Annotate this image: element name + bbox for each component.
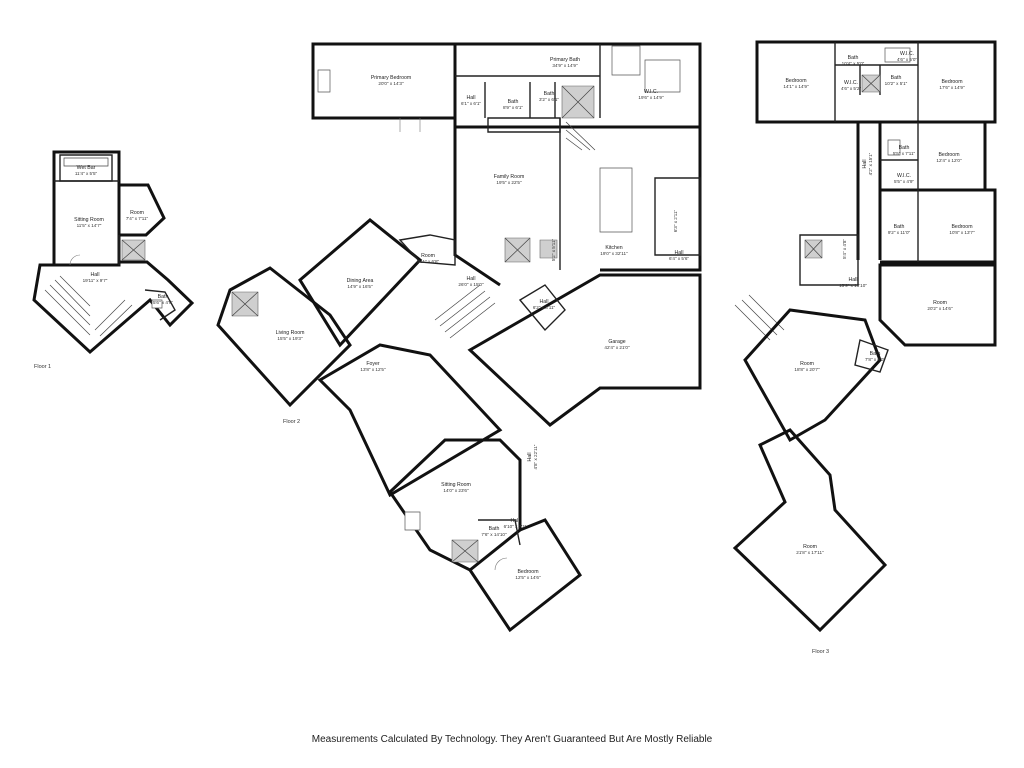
room-dimensions: 11'4" x 5'5" xyxy=(75,171,98,176)
room-name: Bath xyxy=(544,91,555,97)
floor-label-2: Floor 2 xyxy=(283,419,300,425)
room-name: Bath xyxy=(870,351,881,357)
room-labels: Wet Bar 11'4" x 5'5" Sitting Room 11'5" … xyxy=(74,51,975,580)
room-name: Hall xyxy=(527,453,533,462)
room-dimensions: 19'0" x 32'11" xyxy=(600,251,628,256)
floor-label-3: Floor 3 xyxy=(812,649,829,655)
room-name: Primary Bath xyxy=(550,57,580,63)
room-dimensions: 14'1" x 14'9" xyxy=(783,84,809,89)
room-dimensions: 12'5" x 14'6" xyxy=(515,575,541,580)
room-name: Living Room xyxy=(276,330,305,336)
room-name: W.I.C. xyxy=(900,51,914,57)
room-dimensions: 6'10" x 7'1" xyxy=(504,524,527,529)
room-dimensions: 15'5" x 19'3" xyxy=(277,336,303,341)
room-name: Bath xyxy=(894,224,905,230)
room-name: Bath xyxy=(891,75,902,81)
room-dimensions: 12'4" x 12'0" xyxy=(936,158,962,163)
room-dimensions: 34'9" x 14'9" xyxy=(552,63,578,68)
room-dimensions: 4'2" x 15'1" xyxy=(868,152,873,175)
room-dimensions: 15'9" x 18'10" xyxy=(839,283,867,288)
room-name: Hall xyxy=(540,299,549,305)
room-name: Room xyxy=(800,361,814,367)
room-name: Room xyxy=(933,300,947,306)
room-name: Bath xyxy=(508,99,519,105)
room-name: Bedroom xyxy=(938,152,959,158)
room-dimensions: 18'8" x 20'7" xyxy=(794,367,820,372)
room-dimensions: 10'2" x 5'1" xyxy=(885,81,908,86)
room-dimensions: 7'6" x 14'10" xyxy=(481,532,507,537)
room-name: Bath xyxy=(158,294,169,300)
room-dimensions: 8'11" x 6'8" xyxy=(417,259,440,264)
room-dimensions: 6'2" x 8'11" xyxy=(533,305,556,310)
room-dimensions: 20'2" x 14'6" xyxy=(927,306,953,311)
room-dimensions: 10'4" x 5'0" xyxy=(842,61,865,66)
room-name: W.I.C. xyxy=(644,89,658,95)
room-dimensions: 4'6" x 5'2" xyxy=(841,86,861,91)
room-name: Room xyxy=(421,253,435,259)
room-dimensions: 5'5" x 7'11" xyxy=(893,151,916,156)
floor-labels: Floor 1 Floor 2 Floor 3 xyxy=(34,364,829,655)
room-dimensions: 21'8" x 17'11" xyxy=(796,550,824,555)
room-name: W.I.C. xyxy=(844,80,858,86)
room-name: Bedroom xyxy=(951,224,972,230)
room-dimensions: 5'5" x 4'9" xyxy=(894,179,914,184)
room-dimensions: 19'6" x 14'9" xyxy=(638,95,664,100)
room-name: Room xyxy=(803,544,817,550)
room-name: Kitchen xyxy=(605,245,622,251)
room-dimensions: 11'5" x 14'7" xyxy=(77,223,102,228)
room-name: Foyer xyxy=(366,361,380,367)
room-dimensions: 5'4" x 4'8" xyxy=(842,239,847,259)
room-name: Bedroom xyxy=(517,569,538,575)
room-dimensions: 14'0" x 23'6" xyxy=(443,488,469,493)
room-dimensions: 6'4" x 5'6" xyxy=(669,256,689,261)
room-dimensions: 13'8" x 12'5" xyxy=(360,367,386,372)
floor-2 xyxy=(216,42,702,633)
room-dimensions: 14'9" x 16'5" xyxy=(347,284,373,289)
room-name: Hall xyxy=(675,250,684,256)
room-name: Garage xyxy=(608,339,625,345)
room-name: Hall xyxy=(467,95,476,101)
room-name: Bedroom xyxy=(941,79,962,85)
room-dimensions: 19'11" x 9'7" xyxy=(83,278,108,283)
measurement-disclaimer: Measurements Calculated By Technology. T… xyxy=(311,734,713,745)
room-dimensions: 7'8" x 6'0" xyxy=(865,357,885,362)
floor-1 xyxy=(32,150,195,355)
room-name: Sitting Room xyxy=(74,217,104,223)
room-name: Bath xyxy=(489,526,500,532)
room-name: Bedroom xyxy=(785,78,806,84)
room-name: Hall xyxy=(849,277,858,283)
room-dimensions: 6'1" x 6'1" xyxy=(461,101,481,106)
room-dimensions: 4'8" x 22'11" xyxy=(533,444,538,469)
room-dimensions: 8'9" x 6'1" xyxy=(503,105,523,110)
room-name: Room xyxy=(130,210,144,216)
room-name: Bath xyxy=(848,55,859,61)
room-name: Hall xyxy=(467,276,476,282)
floor-3 xyxy=(732,40,997,633)
room-name: Bath xyxy=(899,145,910,151)
room-dimensions: 9'2" x 11'0" xyxy=(888,230,911,235)
room-dimensions: 26'0" x 15'0" xyxy=(458,282,484,287)
room-name: Hall xyxy=(862,160,868,169)
room-name: Hall xyxy=(91,272,100,278)
room-name: Hall xyxy=(511,518,520,524)
room-name: Family Room xyxy=(494,174,525,180)
room-dimensions: 5'2" x 5'11" xyxy=(551,238,556,261)
room-dimensions: 10'8" x 13'7" xyxy=(949,230,975,235)
room-dimensions: 5'6" x 4'9" xyxy=(153,300,173,305)
room-dimensions: 6'3" x 2'11" xyxy=(673,209,678,232)
floor-label-1: Floor 1 xyxy=(34,364,51,370)
room-name: Dining Area xyxy=(347,278,374,284)
room-dimensions: 7'4" x 7'11" xyxy=(126,216,149,221)
room-name: Primary Bedroom xyxy=(371,75,411,81)
room-dimensions: 20'0" x 14'3" xyxy=(378,81,404,86)
room-name: W.I.C. xyxy=(897,173,911,179)
room-dimensions: 4'6" x 5'0" xyxy=(897,57,917,62)
room-dimensions: 17'6" x 14'9" xyxy=(939,85,965,90)
room-dimensions: 42'4" x 21'0" xyxy=(604,345,630,350)
room-name: Wet Bar xyxy=(77,165,96,171)
room-dimensions: 19'5" x 22'5" xyxy=(496,180,522,185)
room-name: Sitting Room xyxy=(441,482,471,488)
room-dimensions: 3'2" x 6'1" xyxy=(539,97,559,102)
